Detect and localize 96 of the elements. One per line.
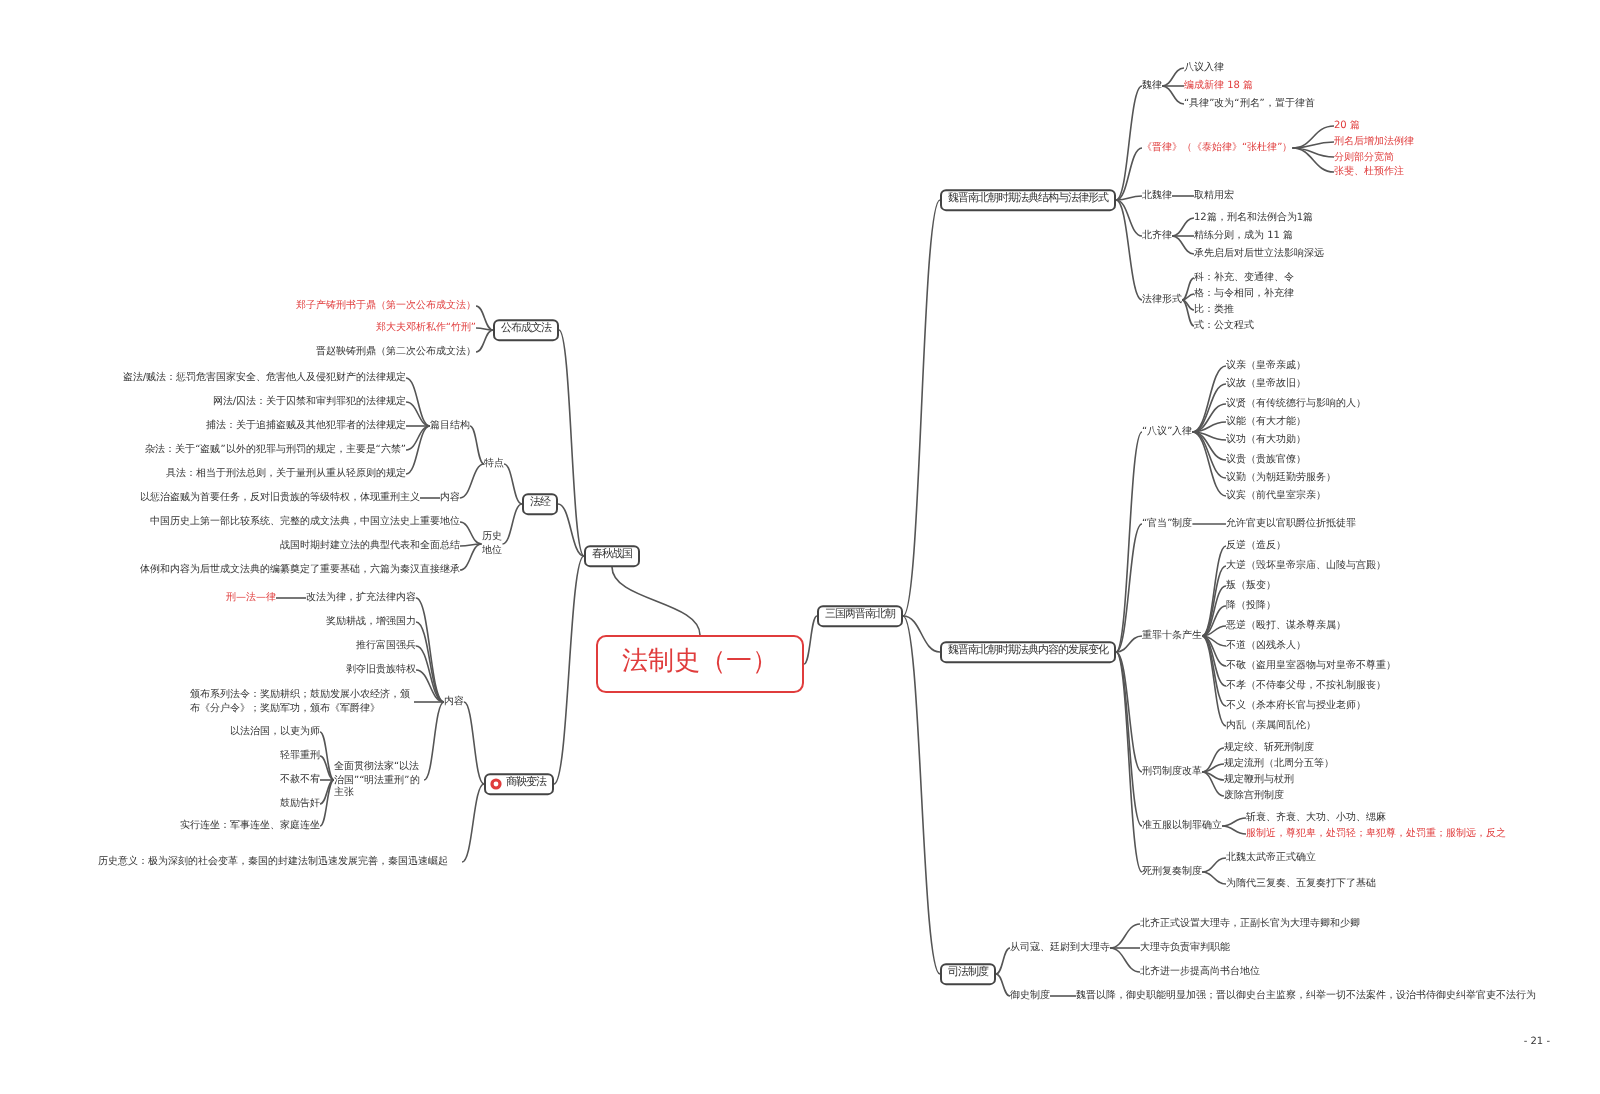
connector-line <box>1201 771 1225 781</box>
connector-line <box>475 329 494 353</box>
connector-line <box>415 669 445 703</box>
connector-line <box>459 463 485 499</box>
connector-line <box>1191 431 1227 461</box>
connector-line <box>1115 195 1143 201</box>
connector-line <box>1201 635 1227 687</box>
connector-line <box>1161 85 1185 87</box>
connector-line <box>319 731 335 781</box>
connector-line <box>1115 199 1143 237</box>
connector-line <box>995 947 1011 975</box>
connector-line <box>1115 635 1143 653</box>
connector-line <box>1115 651 1143 773</box>
connector-line <box>1201 771 1225 797</box>
connector-line <box>1201 585 1227 637</box>
connector-line <box>1201 635 1227 667</box>
connector-line <box>319 779 335 781</box>
connector-line <box>275 597 307 599</box>
connector-line <box>463 701 485 785</box>
connector-line <box>902 199 941 617</box>
connector-line <box>475 305 494 331</box>
connector-line <box>1109 947 1141 949</box>
connector-line <box>469 425 485 465</box>
connector-line <box>1201 763 1225 773</box>
connector-line <box>413 701 445 703</box>
connector-line <box>1115 651 1143 827</box>
connector-line <box>405 425 431 451</box>
connector-line <box>1115 85 1143 201</box>
connector-line <box>1291 147 1335 173</box>
connector-line <box>803 615 818 665</box>
connector-line <box>553 555 585 785</box>
connector-line <box>423 701 445 781</box>
connector-line <box>459 543 483 571</box>
connector-line <box>1191 431 1227 441</box>
connector-line <box>1109 923 1141 949</box>
connector-line <box>1201 747 1225 773</box>
central-topic-box: 法制史（一） <box>596 635 804 693</box>
connector-line <box>1201 635 1227 707</box>
connector-line <box>557 503 585 557</box>
connector-line <box>1181 299 1195 327</box>
connector-line <box>1191 403 1227 433</box>
connector-line <box>558 329 585 557</box>
connector-line <box>1201 565 1227 637</box>
connector-line <box>415 597 445 703</box>
connector-line <box>503 463 523 505</box>
connector-line <box>1201 857 1227 873</box>
connector-line <box>1115 431 1143 653</box>
connector-line <box>1191 383 1227 433</box>
connector-line <box>1201 635 1227 727</box>
connector-line <box>1191 365 1227 433</box>
connector-line <box>1191 431 1227 497</box>
connector-line <box>405 425 431 427</box>
connector-line <box>1115 651 1143 873</box>
connector-line <box>1191 421 1227 433</box>
connector-line <box>1221 817 1247 827</box>
connector-line <box>1221 825 1247 835</box>
connector-line <box>459 543 483 547</box>
connector-line <box>459 521 483 545</box>
connector-line <box>415 621 445 703</box>
connector-line <box>319 779 335 805</box>
connector-line <box>1171 217 1195 237</box>
connector-line <box>1181 277 1195 301</box>
connector-line <box>1201 545 1227 637</box>
connector-line <box>1191 523 1227 525</box>
connector-line <box>1191 431 1227 479</box>
connector-line <box>1115 147 1143 201</box>
connector-line <box>611 566 701 636</box>
connector-line <box>995 973 1011 997</box>
connector-line <box>319 755 335 781</box>
connector-line <box>319 779 335 827</box>
connector-line <box>1109 947 1141 973</box>
connector-line <box>1049 995 1077 997</box>
connector-line <box>1115 199 1143 301</box>
connector-line <box>1181 299 1195 311</box>
connector-line <box>501 503 523 545</box>
connector-line <box>475 327 494 331</box>
connector-line <box>461 783 485 863</box>
connector-line <box>405 425 431 475</box>
connector-line <box>419 497 441 499</box>
connector-line <box>405 377 431 427</box>
connector-line <box>1201 635 1227 647</box>
connector-line <box>1201 625 1227 637</box>
connector-line <box>902 615 941 975</box>
connector-line <box>1181 293 1195 301</box>
connector-line <box>1161 67 1185 87</box>
connector-line <box>902 615 941 653</box>
connector-line <box>415 645 445 703</box>
connector-line <box>405 401 431 427</box>
connector-line <box>1115 523 1143 653</box>
connector-line <box>1161 85 1185 105</box>
connector-line <box>1291 147 1335 158</box>
connector-line <box>1201 871 1227 885</box>
connector-line <box>1171 235 1195 237</box>
connector-line <box>1171 235 1195 255</box>
connector-line <box>1201 605 1227 637</box>
connector-line <box>1171 195 1195 197</box>
